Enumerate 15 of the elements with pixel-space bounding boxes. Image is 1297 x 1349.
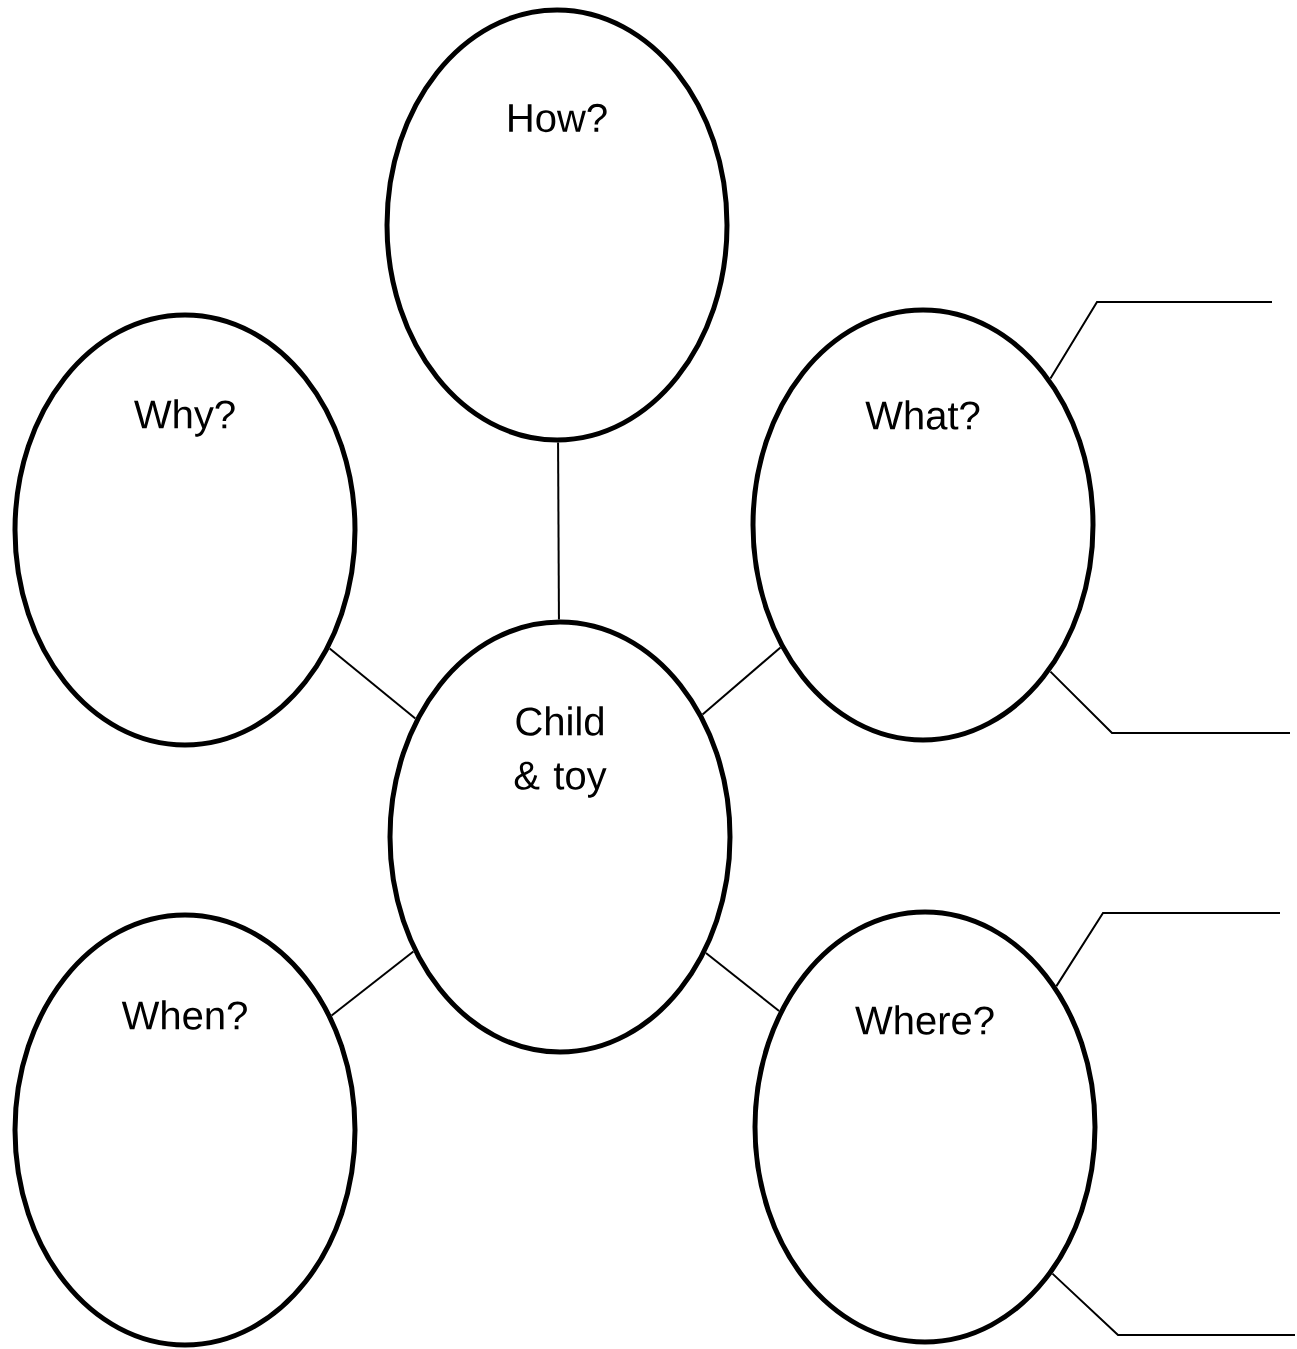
answer-line (1055, 912, 1281, 988)
connector-line (704, 951, 781, 1013)
ellipse-node: Why? (12, 312, 358, 748)
connector-line (330, 950, 415, 1017)
ellipse-node: Child & toy (387, 619, 733, 1055)
answer-line (1049, 301, 1273, 380)
answer-line (1051, 1272, 1296, 1336)
ellipse-node: When? (12, 912, 358, 1348)
ellipse-node: What? (750, 307, 1096, 743)
connector-line (328, 647, 417, 720)
connector-line (557, 441, 560, 621)
answer-line (1049, 670, 1291, 734)
ellipse-node: How? (384, 7, 730, 443)
connector-line (701, 646, 782, 716)
ellipse-node: Where? (752, 909, 1098, 1345)
